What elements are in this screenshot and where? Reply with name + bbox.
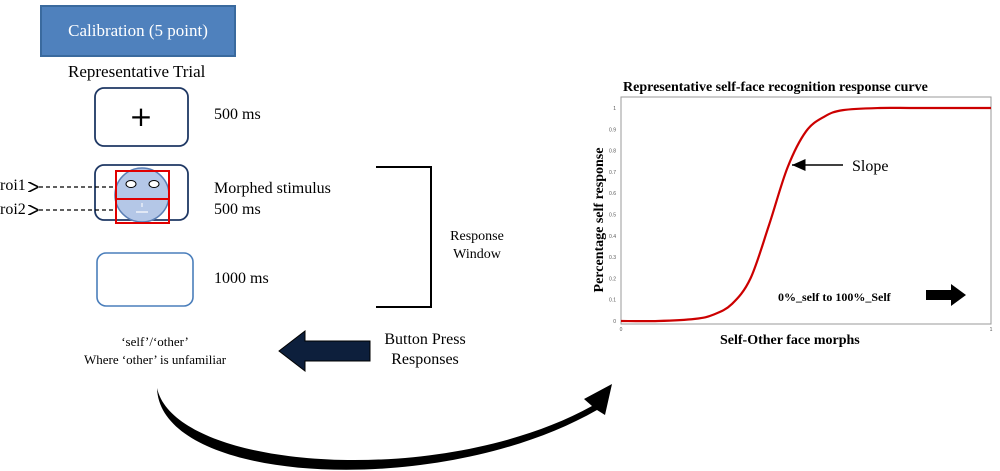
y-tick-label: 0.3	[609, 255, 616, 261]
response-window-bracket	[376, 166, 432, 308]
left-arrow-icon	[278, 329, 371, 373]
fixation-symbol: +	[129, 100, 153, 133]
button-press-label: Button Press Responses	[384, 331, 466, 368]
y-tick-label: 1	[613, 106, 616, 112]
calibration-box: Calibration (5 point)	[40, 5, 236, 57]
roi1-label: roi1	[0, 177, 26, 194]
y-tick-label: 0	[613, 319, 616, 325]
roi2-box	[115, 198, 170, 224]
y-tick-label: 0.2	[609, 276, 616, 282]
response-window-label: Response Window	[450, 229, 504, 262]
y-tick-label: 0.4	[609, 234, 616, 240]
curved-arrow-icon	[157, 384, 612, 470]
blank-box	[96, 252, 194, 307]
step-1-label: 500 ms	[214, 106, 261, 123]
x-tick-label: 0	[620, 327, 623, 333]
plot-frame	[620, 96, 992, 325]
y-tick-label: 0.5	[609, 213, 616, 219]
response-curve	[620, 106, 991, 323]
calibration-label: Calibration (5 point)	[68, 21, 208, 40]
trial-heading: Representative Trial	[68, 62, 206, 81]
y-tick-label: 0.8	[609, 149, 616, 155]
slope-annotation: Slope	[852, 158, 888, 175]
chart-title: Representative self-face recognition res…	[623, 80, 928, 95]
range-annotation: 0%_self to 100%_Self	[778, 290, 892, 304]
fixation-box	[94, 87, 189, 147]
choice-text: ‘self’/‘other’ Where ‘other’ is unfamili…	[83, 334, 227, 367]
step-2-label: Morphed stimulus 500 ms	[214, 180, 331, 218]
step-3-label: 1000 ms	[214, 270, 269, 287]
chart-xlabel: Self-Other face morphs	[720, 333, 860, 348]
x-tick-label: 1	[990, 327, 993, 333]
roi2-label: roi2	[0, 201, 26, 218]
right-arrow-icon	[926, 284, 966, 306]
y-tick-label: 0.1	[609, 298, 616, 304]
y-tick-label: 0.9	[609, 127, 616, 133]
y-tick-label: 0.6	[609, 191, 616, 197]
y-tick-label: 0.7	[609, 170, 616, 176]
